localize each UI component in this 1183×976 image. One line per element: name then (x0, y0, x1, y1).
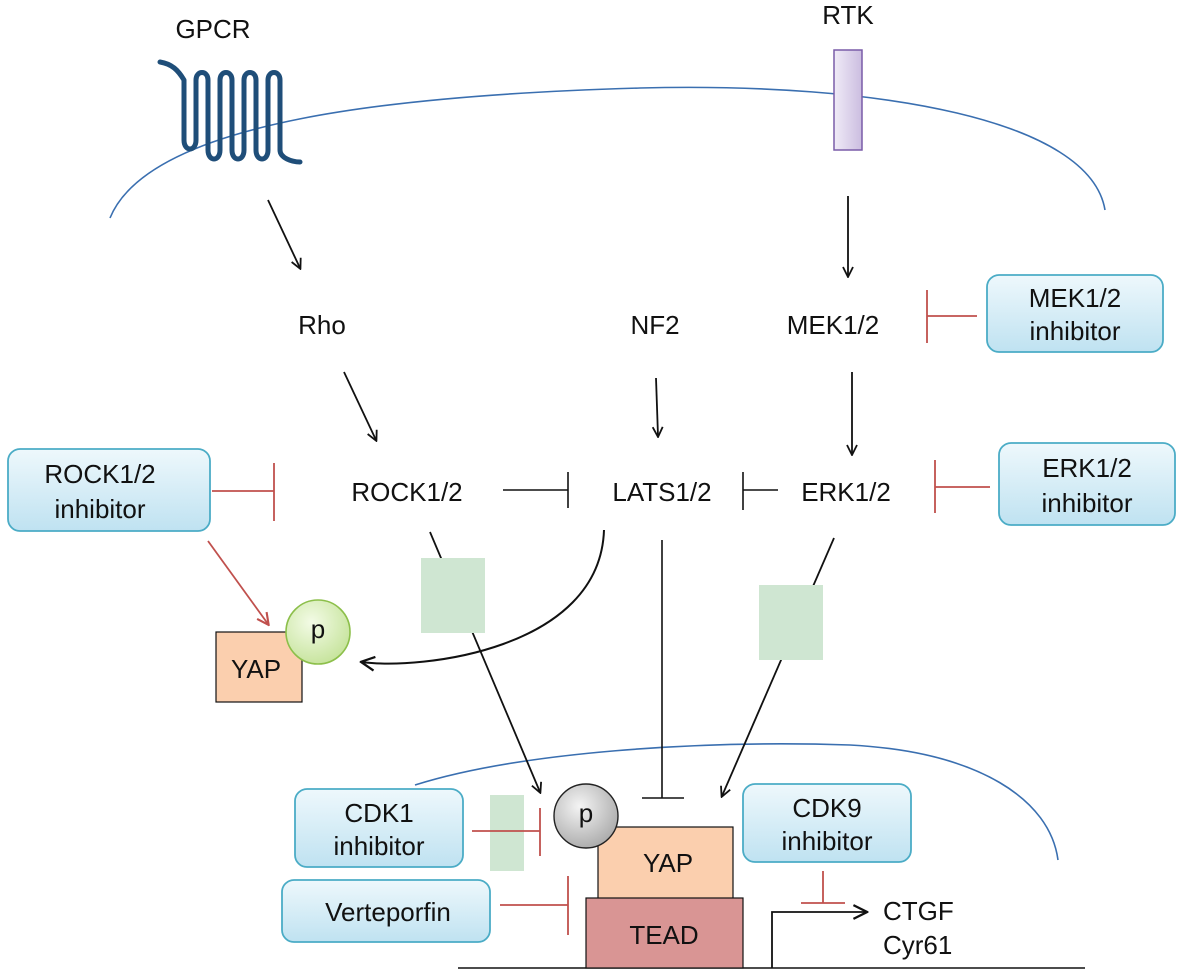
cdk9-inhibitor-box: CDK9 inhibitor (742, 783, 912, 863)
node-nf2: NF2 (630, 310, 679, 340)
gene-ctgf: CTGF (883, 896, 954, 926)
tead-label: TEAD (629, 920, 698, 950)
inhibit-lats-yap-nuc (642, 540, 684, 799)
yap-nuc-label: YAP (643, 848, 693, 878)
phospho-nuc-label: p (579, 798, 593, 828)
arrow-erk-yap-nuc (722, 537, 835, 796)
inhibit-cdk1-drug (472, 808, 541, 856)
verteporfin-label: Verteporfin (325, 897, 451, 927)
node-rock: ROCK1/2 (351, 477, 462, 507)
mek-inhibitor-box: MEK1/2 inhibitor (986, 274, 1164, 353)
gpcr-receptor-icon (157, 59, 303, 165)
gpcr-label: GPCR (175, 14, 250, 44)
tead-box (585, 897, 744, 969)
mek-inhibitor-line2: inhibitor (1029, 316, 1120, 346)
phospho-cyto-icon (285, 599, 351, 665)
rock-inhibitor-line1: ROCK1/2 (44, 459, 155, 489)
cdk9-inhibitor-line1: CDK9 (792, 793, 861, 823)
inhibit-erk-lats (742, 472, 778, 510)
gene-cyr61: Cyr61 (883, 930, 952, 960)
yap-cyto-label: YAP (231, 654, 281, 684)
phospho-cyto-label: p (311, 614, 325, 644)
node-erk: ERK1/2 (801, 477, 891, 507)
cell-membrane (109, 86, 1106, 219)
inhibit-rock-lats (503, 472, 569, 508)
erk-inhibitor-box: ERK1/2 inhibitor (998, 442, 1176, 526)
cdk9-inhibitor-line2: inhibitor (781, 826, 872, 856)
node-mek: MEK1/2 (787, 310, 880, 340)
arrow-lats-yap-cyto (362, 529, 605, 664)
yap-nuc-box (597, 826, 734, 900)
transcription-arrow (771, 912, 866, 968)
inhibit-cdk9-drug (801, 871, 845, 904)
rock-inhibitor-line2: inhibitor (54, 494, 145, 524)
green-block-erk (759, 585, 823, 660)
rtk-receptor-icon (833, 49, 863, 151)
verteporfin-box: Verteporfin (281, 879, 491, 943)
inhibit-rock-drug (212, 463, 275, 521)
cdk1-inhibitor-box: CDK1 inhibitor (294, 788, 464, 868)
inhibit-mek-drug (926, 290, 977, 343)
arrow-gpcr-rho (267, 199, 300, 268)
phospho-nuc-icon (553, 783, 619, 849)
erk-inhibitor-line2: inhibitor (1041, 488, 1132, 518)
mek-inhibitor-line1: MEK1/2 (1029, 283, 1122, 313)
arrow-rock-drug-yap (207, 540, 268, 624)
green-block-cdk1 (490, 795, 524, 871)
cdk1-inhibitor-line2: inhibitor (333, 831, 424, 861)
rock-inhibitor-box: ROCK1/2 inhibitor (7, 448, 211, 532)
cdk1-inhibitor-line1: CDK1 (344, 798, 413, 828)
green-block-rock (421, 558, 485, 633)
node-rho: Rho (298, 310, 346, 340)
arrow-rho-rock (343, 371, 376, 440)
inhibit-erk-drug (934, 460, 990, 513)
node-lats: LATS1/2 (612, 477, 711, 507)
erk-inhibitor-line1: ERK1/2 (1042, 453, 1132, 483)
inhibit-verteporfin-drug (500, 876, 569, 935)
nuclear-membrane (414, 743, 1059, 861)
arrow-nf2-lats (656, 377, 658, 436)
rtk-label: RTK (822, 0, 874, 30)
